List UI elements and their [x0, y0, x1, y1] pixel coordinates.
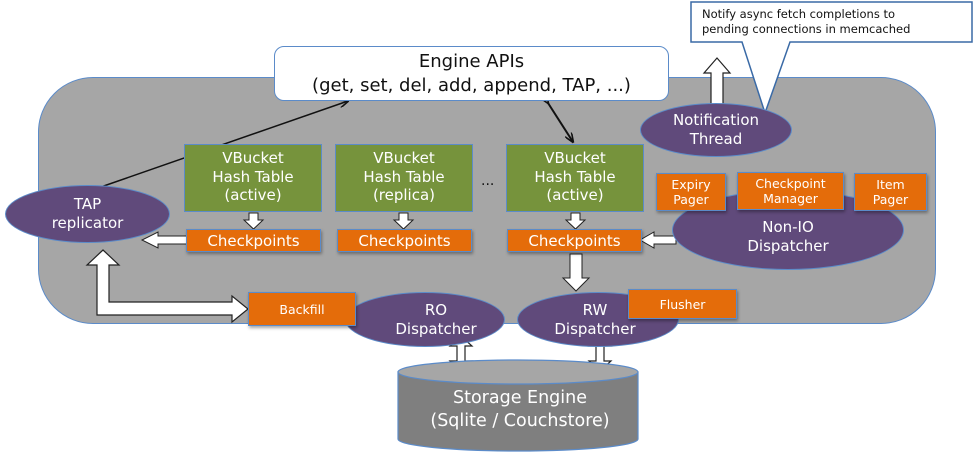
vbucket-line-1: VBucket [222, 149, 284, 167]
expiry-pager-line-1: Expiry [671, 177, 711, 192]
ro-dispatcher: RO Dispatcher [345, 292, 505, 347]
item-pager-line-2: Pager [872, 192, 909, 207]
notification-thread-line-1: Notification [672, 111, 760, 129]
vbucket-line-3: (replica) [372, 186, 436, 204]
non-io-dispatcher-line-2: Dispatcher [747, 237, 829, 255]
checkpoints-to-tap-arrow [140, 231, 188, 249]
vbucket-line-1: VBucket [544, 149, 606, 167]
callout-bubble [690, 1, 973, 116]
engine-apis-subtitle: (get, set, del, add, append, TAP, ...) [312, 75, 631, 96]
tap-replicator: TAP replicator [5, 185, 170, 243]
callout-line-2: pending connections in memcached [702, 22, 911, 36]
vbucket-line-1: VBucket [373, 149, 435, 167]
callout-text: Notify async fetch completions to pendin… [702, 7, 942, 37]
storage-engine-label: Storage Engine (Sqlite / Couchstore) [400, 387, 640, 433]
vbucket-line-2: Hash Table [534, 167, 616, 186]
rw-dispatcher: RW Dispatcher [517, 292, 679, 347]
flusher-task: Flusher [628, 289, 737, 319]
checkpoint-manager-line-1: Checkpoint [755, 176, 826, 191]
notification-thread-line-2: Thread [689, 130, 743, 148]
ellipsis-more-vbuckets: ... [481, 173, 495, 189]
vbucket-line-2: Hash Table [363, 167, 445, 186]
vbucket1-down-arrow [242, 212, 265, 230]
item-pager-line-1: Item [876, 177, 905, 192]
rw-dispatcher-line-2: Dispatcher [554, 319, 636, 338]
vbucket-line-3: (active) [224, 186, 282, 204]
checkpoint-manager: Checkpoint Manager [737, 172, 844, 210]
vbucket-line-3: (active) [546, 186, 604, 204]
engine-apis-title: Engine APIs [418, 51, 525, 72]
vbucket-replica: VBucket Hash Table (replica) [335, 144, 473, 212]
non-io-dispatcher-line-1: Non-IO [762, 218, 814, 236]
vbucket3-down-arrow [564, 212, 587, 230]
ro-dispatcher-line-1: RO [424, 300, 448, 319]
engine-apis-box: Engine APIs (get, set, del, add, append,… [274, 46, 669, 101]
api-vbucket-connector [548, 103, 573, 142]
storage-engine-line-2: (Sqlite / Couchstore) [430, 411, 610, 431]
notification-thread: Notification Thread [640, 103, 792, 157]
callout-line-1: Notify async fetch completions to [702, 7, 896, 21]
vbucket-line-2: Hash Table [212, 167, 294, 186]
expiry-pager-line-2: Pager [673, 192, 709, 207]
tap-replicator-line-2: replicator [51, 214, 124, 232]
tap-backfill-arrow [85, 249, 249, 324]
item-pager: Item Pager [854, 173, 927, 211]
tap-replicator-line-1: TAP [73, 195, 102, 213]
checkpoints-2: Checkpoints [337, 229, 472, 252]
checkpoint-manager-line-2: Manager [763, 191, 818, 206]
nonio-to-checkpoints-arrow [638, 231, 677, 249]
ro-dispatcher-line-2: Dispatcher [395, 319, 477, 338]
checkpoints-3: Checkpoints [507, 229, 642, 252]
backfill-task: Backfill [248, 292, 356, 326]
vbucket-active-2: VBucket Hash Table (active) [506, 144, 644, 212]
checkpoints-1: Checkpoints [186, 229, 321, 252]
checkpoints-to-rw-arrow [561, 253, 591, 292]
expiry-pager: Expiry Pager [656, 173, 726, 211]
rw-dispatcher-line-1: RW [582, 300, 608, 319]
storage-engine-line-1: Storage Engine [452, 388, 587, 408]
storage-engine-cylinder [397, 359, 639, 452]
vbucket-active-1: VBucket Hash Table (active) [184, 144, 322, 212]
vbucket2-down-arrow [392, 212, 415, 230]
